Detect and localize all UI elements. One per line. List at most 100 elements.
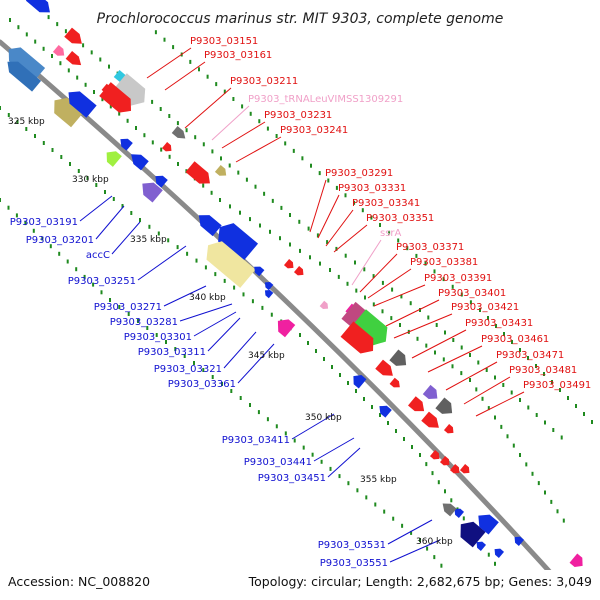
tick-mark-232 bbox=[444, 330, 446, 335]
forward-gene-label-5[interactable]: P9303_03241 bbox=[280, 125, 348, 136]
reverse-gene-label-8[interactable]: P9303_03321 bbox=[154, 364, 222, 375]
gene-feature-38[interactable] bbox=[389, 377, 403, 391]
reverse-gene-label-9[interactable]: P9303_03361 bbox=[168, 379, 236, 390]
forward-gene-label-12[interactable]: P9303_03381 bbox=[410, 257, 478, 268]
forward-gene-label-3[interactable]: P9303_tRNALeuVIMSS1309291 bbox=[248, 94, 403, 105]
gene-feature-43[interactable] bbox=[435, 397, 456, 418]
gene-feature-16[interactable] bbox=[188, 164, 204, 179]
gene-feature-21[interactable] bbox=[152, 172, 168, 188]
gene-feature-15[interactable] bbox=[161, 142, 174, 154]
tick-mark-251 bbox=[163, 37, 166, 42]
gene-feature-46[interactable] bbox=[429, 450, 442, 462]
tick-mark-210 bbox=[245, 177, 248, 182]
gene-feature-56[interactable] bbox=[512, 534, 525, 546]
gene-feature-52[interactable] bbox=[454, 517, 486, 548]
gene-feature-49[interactable] bbox=[459, 464, 472, 476]
forward-gene-label-20[interactable]: P9303_03491 bbox=[523, 380, 591, 391]
reverse-gene-label-10[interactable]: P9303_03411 bbox=[222, 435, 290, 446]
gene-feature-14[interactable] bbox=[214, 165, 229, 179]
gene-feature-17[interactable] bbox=[102, 147, 122, 167]
gene-feature-22[interactable] bbox=[194, 210, 222, 237]
gene-feature-20[interactable] bbox=[137, 177, 163, 203]
gene-feature-18[interactable] bbox=[127, 150, 149, 171]
forward-gene-label-14[interactable]: P9303_03401 bbox=[438, 288, 506, 299]
reverse-gene-label-14[interactable]: P9303_03551 bbox=[320, 558, 388, 569]
gene-feature-27[interactable] bbox=[263, 288, 274, 299]
forward-gene-label-7[interactable]: P9303_03331 bbox=[338, 183, 406, 194]
reverse-gene-label-1[interactable]: P9303_03201 bbox=[26, 235, 94, 246]
forward-gene-label-13[interactable]: P9303_03391 bbox=[424, 273, 492, 284]
gene-feature-25[interactable] bbox=[252, 264, 265, 277]
reverse-gene-label-12[interactable]: P9303_03451 bbox=[258, 473, 326, 484]
gene-feature-50[interactable] bbox=[452, 506, 465, 518]
gene-feature-31[interactable] bbox=[319, 300, 331, 312]
gene-feature-42[interactable] bbox=[422, 384, 441, 403]
tick-mark-119 bbox=[17, 25, 20, 30]
tick-mark-284 bbox=[451, 284, 454, 289]
gene-feature-7[interactable] bbox=[112, 73, 152, 110]
forward-gene-label-15[interactable]: P9303_03421 bbox=[451, 302, 519, 313]
gene-feature-30[interactable] bbox=[273, 315, 296, 338]
gene-feature-19[interactable] bbox=[117, 135, 133, 151]
gene-feature-40[interactable] bbox=[376, 402, 392, 418]
gene-feature-39[interactable] bbox=[350, 372, 367, 389]
tick-mark-122 bbox=[42, 46, 45, 51]
gene-feature-34[interactable] bbox=[350, 309, 393, 351]
forward-gene-label-2[interactable]: P9303_03211 bbox=[230, 76, 298, 87]
reverse-gene-label-3[interactable]: P9303_03251 bbox=[68, 276, 136, 287]
forward-gene-label-19[interactable]: P9303_03481 bbox=[509, 365, 577, 376]
gene-feature-54[interactable] bbox=[474, 539, 487, 551]
forward-gene-label-6[interactable]: P9303_03291 bbox=[325, 168, 393, 179]
gene-feature-1[interactable] bbox=[64, 27, 86, 49]
gene-feature-47[interactable] bbox=[439, 456, 452, 468]
gene-feature-57[interactable] bbox=[569, 553, 587, 571]
gene-feature-37[interactable] bbox=[389, 349, 410, 370]
reverse-gene-label-0[interactable]: P9303_03191 bbox=[10, 217, 78, 228]
tick-mark-261 bbox=[249, 111, 252, 116]
reverse-gene-label-11[interactable]: P9303_03441 bbox=[244, 457, 312, 468]
forward-gene-label-10[interactable]: ssrA bbox=[380, 228, 402, 239]
gene-feature-36[interactable] bbox=[375, 359, 397, 381]
gene-feature-10[interactable] bbox=[48, 93, 84, 128]
reverse-gene-label-7[interactable]: P9303_03311 bbox=[138, 347, 206, 358]
forward-gene-label-11[interactable]: P9303_03371 bbox=[396, 242, 464, 253]
forward-gene-label-8[interactable]: P9303_03341 bbox=[352, 198, 420, 209]
gene-feature-23[interactable] bbox=[212, 218, 259, 263]
title-backdrop bbox=[96, 6, 506, 30]
gene-feature-3[interactable] bbox=[52, 45, 67, 59]
gene-feature-55[interactable] bbox=[492, 546, 505, 558]
reverse-gene-label-4[interactable]: P9303_03271 bbox=[94, 302, 162, 313]
gene-feature-26[interactable] bbox=[263, 280, 274, 291]
gene-feature-2[interactable] bbox=[65, 51, 85, 69]
gene-feature-41[interactable] bbox=[408, 396, 428, 415]
gene-feature-28[interactable] bbox=[283, 259, 296, 271]
gene-feature-9[interactable] bbox=[101, 83, 115, 97]
gene-feature-48[interactable] bbox=[449, 464, 462, 476]
forward-gene-label-18[interactable]: P9303_03471 bbox=[496, 350, 564, 361]
reverse-gene-label-6[interactable]: P9303_03301 bbox=[124, 332, 192, 343]
gene-feature-44[interactable] bbox=[421, 411, 443, 433]
gene-feature-12[interactable] bbox=[171, 126, 189, 142]
tick-mark-152 bbox=[309, 255, 311, 260]
gene-feature-45[interactable] bbox=[443, 424, 456, 436]
gene-feature-5[interactable] bbox=[3, 56, 42, 92]
tick-mark-300 bbox=[583, 412, 585, 416]
gene-feature-24[interactable] bbox=[200, 236, 256, 288]
reverse-gene-label-2[interactable]: accC bbox=[86, 250, 110, 261]
gene-feature-53[interactable] bbox=[473, 509, 499, 535]
reverse-gene-label-13[interactable]: P9303_03531 bbox=[318, 540, 386, 551]
forward-gene-label-1[interactable]: P9303_03161 bbox=[204, 50, 272, 61]
gene-feature-0[interactable] bbox=[25, 0, 54, 17]
forward-gene-label-16[interactable]: P9303_03431 bbox=[465, 318, 533, 329]
gene-feature-29[interactable] bbox=[293, 266, 306, 278]
tick-mark-217 bbox=[307, 226, 310, 231]
gene-feature-35[interactable] bbox=[340, 321, 380, 358]
forward-gene-label-17[interactable]: P9303_03461 bbox=[481, 334, 549, 345]
forward-gene-label-4[interactable]: P9303_03231 bbox=[264, 110, 332, 121]
forward-gene-label-9[interactable]: P9303_03351 bbox=[366, 213, 434, 224]
gene-feature-51[interactable] bbox=[439, 500, 457, 517]
gene-feature-4[interactable] bbox=[3, 42, 46, 82]
forward-gene-label-0[interactable]: P9303_03151 bbox=[190, 36, 258, 47]
reverse-gene-label-5[interactable]: P9303_03281 bbox=[110, 317, 178, 328]
gene-feature-11[interactable] bbox=[63, 86, 97, 118]
